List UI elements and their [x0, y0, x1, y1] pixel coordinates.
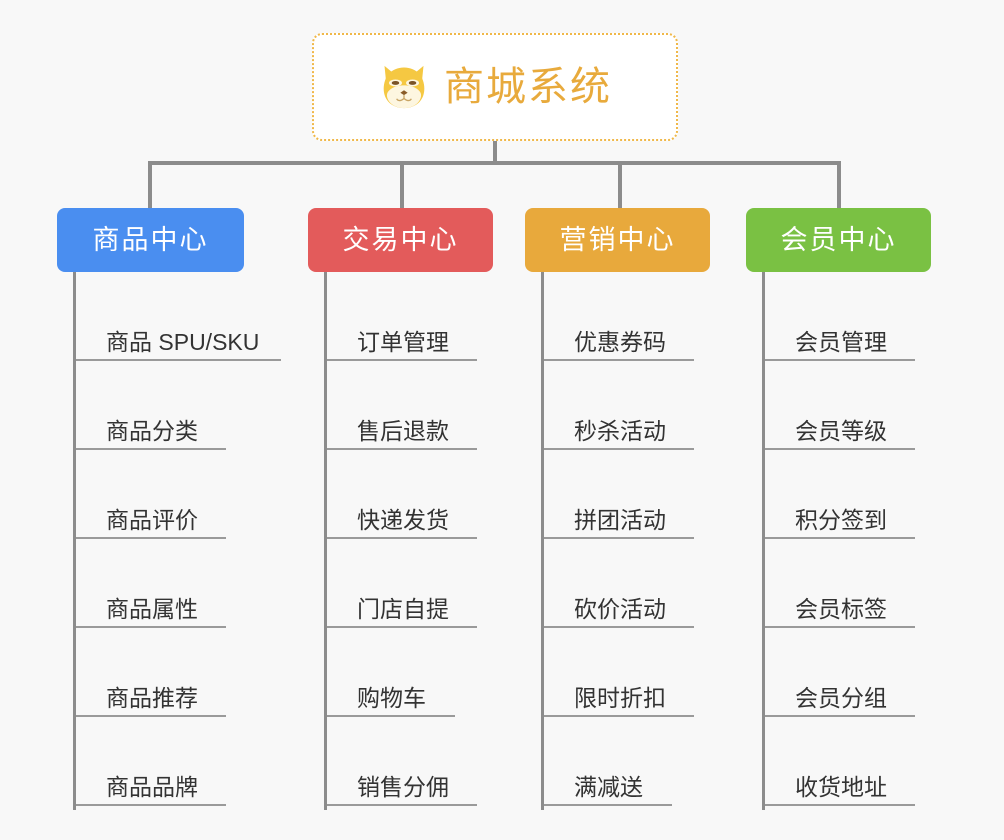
- leaf-item[interactable]: 商品分类: [76, 361, 226, 450]
- category-label: 会员中心: [780, 224, 897, 255]
- leaf-item-label: 快递发货: [357, 506, 449, 533]
- leaf-item[interactable]: 限时折扣: [544, 628, 694, 717]
- root-title: 商城系统: [444, 65, 612, 109]
- leaf-item-label: 购物车: [357, 684, 426, 711]
- leaf-item[interactable]: 门店自提: [327, 539, 477, 628]
- connector-drop-4: [837, 161, 841, 208]
- leaf-item[interactable]: 秒杀活动: [544, 361, 694, 450]
- leaf-item-label: 满减送: [574, 773, 643, 800]
- leaf-item-label: 砍价活动: [574, 595, 666, 622]
- leaf-item-label: 收货地址: [795, 773, 887, 800]
- leaf-item[interactable]: 订单管理: [327, 272, 477, 361]
- leaf-item[interactable]: 商品属性: [76, 539, 226, 628]
- leaf-item-label: 优惠券码: [574, 328, 666, 355]
- leaf-item-label: 会员分组: [795, 684, 887, 711]
- leaf-item-label: 限时折扣: [574, 684, 666, 711]
- category-label: 商品中心: [92, 224, 209, 255]
- leaf-item[interactable]: 会员标签: [765, 539, 915, 628]
- connector-drop-2: [400, 161, 404, 208]
- leaf-item-label: 商品品牌: [106, 773, 198, 800]
- leaf-item-label: 会员等级: [795, 417, 887, 444]
- category-box-4[interactable]: 会员中心: [746, 208, 931, 272]
- leaf-spine: [324, 272, 327, 810]
- leaf-item-label: 积分签到: [795, 506, 887, 533]
- leaf-item[interactable]: 积分签到: [765, 450, 915, 539]
- connector-horizontal-bar: [150, 161, 840, 165]
- leaf-item[interactable]: 商品推荐: [76, 628, 226, 717]
- leaf-item[interactable]: 快递发货: [327, 450, 477, 539]
- connector-drop-3: [618, 161, 622, 208]
- connector-root-stem: [493, 141, 497, 163]
- leaf-item[interactable]: 会员分组: [765, 628, 915, 717]
- category-box-2[interactable]: 交易中心: [308, 208, 493, 272]
- leaf-spine: [73, 272, 76, 810]
- leaf-item-label: 秒杀活动: [574, 417, 666, 444]
- leaf-item[interactable]: 砍价活动: [544, 539, 694, 628]
- leaf-item[interactable]: 售后退款: [327, 361, 477, 450]
- leaf-item-label: 拼团活动: [574, 506, 666, 533]
- root-node[interactable]: 商城系统: [312, 33, 678, 141]
- leaf-item[interactable]: 会员等级: [765, 361, 915, 450]
- leaf-item-label: 商品分类: [106, 417, 198, 444]
- leaf-item-label: 商品属性: [106, 595, 198, 622]
- leaf-item-label: 会员标签: [795, 595, 887, 622]
- category-box-3[interactable]: 营销中心: [525, 208, 710, 272]
- leaf-item[interactable]: 商品评价: [76, 450, 226, 539]
- leaf-item-label: 售后退款: [357, 417, 449, 444]
- leaf-item[interactable]: 销售分佣: [327, 717, 477, 806]
- leaf-item[interactable]: 收货地址: [765, 717, 915, 806]
- leaf-spine: [541, 272, 544, 810]
- leaf-item[interactable]: 优惠券码: [544, 272, 694, 361]
- category-label: 交易中心: [342, 224, 459, 255]
- leaf-item-label: 销售分佣: [357, 773, 449, 800]
- leaf-item-label: 商品推荐: [106, 684, 198, 711]
- leaf-item-label: 会员管理: [795, 328, 887, 355]
- connector-drop-1: [148, 161, 152, 208]
- category-box-1[interactable]: 商品中心: [57, 208, 244, 272]
- leaf-item[interactable]: 会员管理: [765, 272, 915, 361]
- leaf-item-label: 商品 SPU/SKU: [106, 328, 260, 355]
- leaf-item[interactable]: 购物车: [327, 628, 455, 717]
- category-label: 营销中心: [559, 224, 676, 255]
- shiba-dog-face-icon: [383, 65, 425, 109]
- leaf-spine: [762, 272, 765, 810]
- leaf-item-label: 门店自提: [357, 595, 449, 622]
- leaf-item-label: 订单管理: [357, 328, 449, 355]
- leaf-item[interactable]: 满减送: [544, 717, 672, 806]
- leaf-item[interactable]: 拼团活动: [544, 450, 694, 539]
- leaf-item[interactable]: 商品 SPU/SKU: [76, 272, 281, 361]
- leaf-item-label: 商品评价: [106, 506, 198, 533]
- leaf-item[interactable]: 商品品牌: [76, 717, 226, 806]
